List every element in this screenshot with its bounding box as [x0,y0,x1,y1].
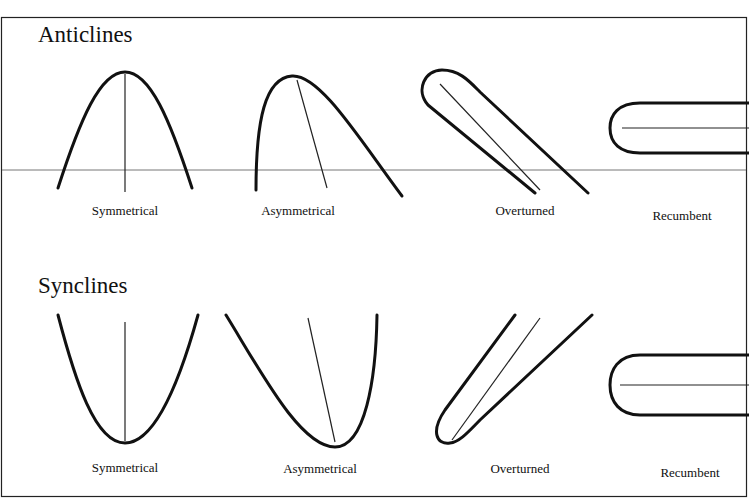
overturned-syncline [437,315,592,443]
axial-plane [124,74,125,192]
fold-type-label: Recumbent [660,466,719,481]
section-heading: Anticlines [38,22,133,48]
axial-plane [452,318,540,440]
fold-type-label: Asymmetrical [283,462,357,477]
axial-plane [308,318,335,442]
fold-type-label: Asymmetrical [261,204,335,219]
axial-plane [620,384,749,385]
asymmetrical-anticline [256,76,402,196]
recumbent-syncline [610,355,749,415]
frame [2,18,747,497]
fold-type-label: Overturned [490,462,549,477]
axial-plane [622,127,749,128]
overturned-anticline [422,70,588,193]
axial-plane [297,80,327,188]
fold-type-label: Symmetrical [92,204,158,219]
fold-type-label: Symmetrical [92,461,158,476]
fold-type-label: Overturned [495,204,554,219]
axial-plane [124,322,125,441]
axial-plane [440,84,540,190]
recumbent-anticline [610,103,749,153]
ground-line [2,170,746,171]
fold-type-label: Recumbent [652,209,711,224]
symmetrical-syncline [58,315,198,443]
section-heading: Synclines [38,273,127,299]
asymmetrical-syncline [226,315,377,447]
